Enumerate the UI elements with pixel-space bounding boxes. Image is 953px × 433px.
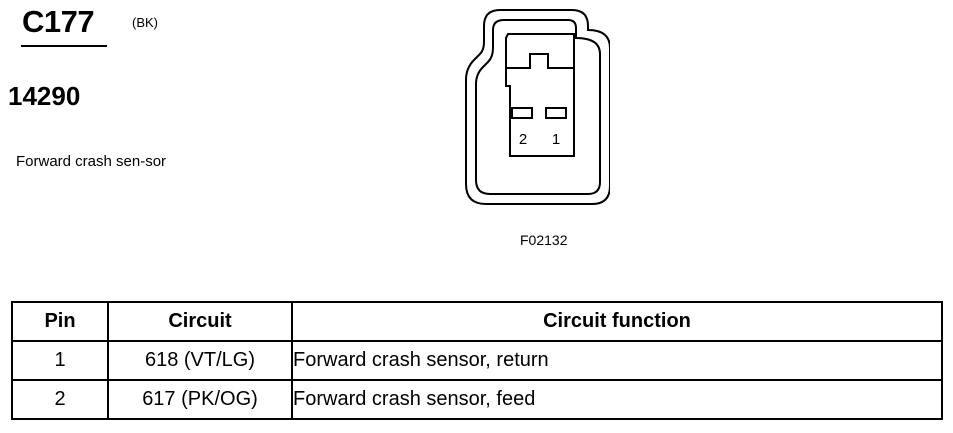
figure-id: F02132 [520,232,568,248]
connector-face-drawing: 2 1 [465,9,610,205]
component-description-text: Forward crash sen-sor [16,153,167,170]
row-circuit-function: Forward crash sensor, return [291,340,943,381]
connector-latch [505,33,575,157]
header-pin: Pin [11,301,109,342]
pin-table: Pin Circuit Circuit function 1 618 (VT/L… [11,301,943,420]
table-row: 2 617 (PK/OG) Forward crash sensor, feed [11,379,943,420]
row-circuit: 618 (VT/LG) [107,340,293,381]
pin-label-1: 1 [552,131,560,148]
connector-id-underline [21,45,107,47]
table-header-row: Pin Circuit Circuit function [11,301,943,342]
part-number: 14290 [8,81,81,111]
header-circuit-function: Circuit function [291,301,943,342]
header-circuit: Circuit [107,301,293,342]
row-pin: 1 [11,340,109,381]
row-circuit: 617 (PK/OG) [107,379,293,420]
connector-latch-top [506,53,574,69]
pin-cavity-2 [511,107,533,119]
connector-housing-outer [465,9,610,205]
component-description: Forward crash sen-sor [16,150,176,173]
pin-label-2: 2 [519,131,527,148]
pin-cavity-1 [545,107,567,119]
connector-color: (BK) [132,15,158,30]
row-pin: 2 [11,379,109,420]
connector-id: C177 [22,4,95,39]
table-row: 1 618 (VT/LG) Forward crash sensor, retu… [11,340,943,381]
connector-housing-inner [475,19,601,195]
row-circuit-function: Forward crash sensor, feed [291,379,943,420]
